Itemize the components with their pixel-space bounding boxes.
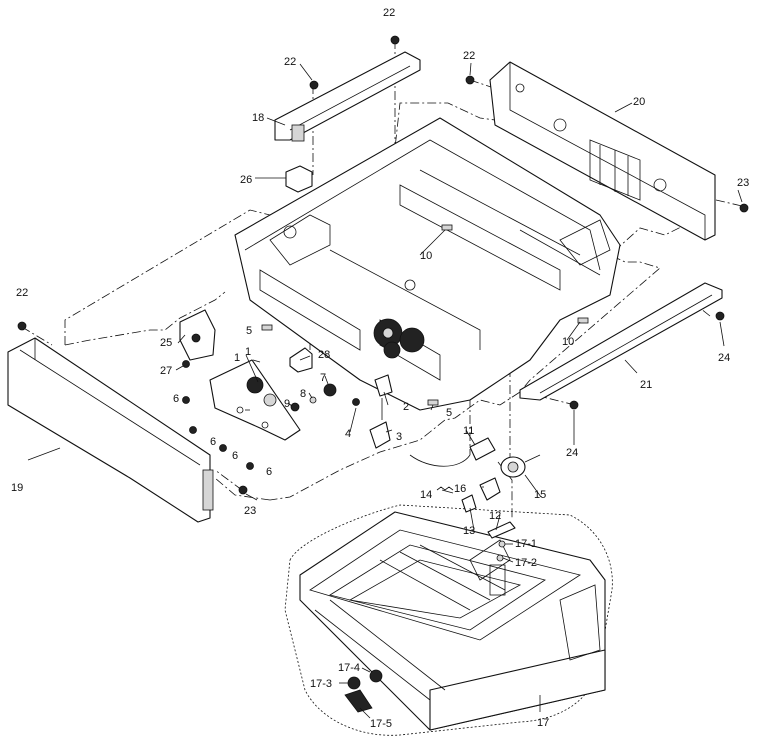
screw-24a: [715, 311, 725, 321]
callout-22: 22: [16, 287, 28, 299]
part-2: [374, 374, 393, 397]
foot-5b: [427, 399, 439, 406]
screw-6a: [182, 396, 190, 404]
screw-22a: [390, 35, 400, 45]
screw-23a: [739, 203, 749, 213]
part-1-drive-plate: [209, 359, 301, 441]
part-26: [285, 165, 313, 193]
right-side-cover-part: [519, 282, 723, 401]
gear-8: [309, 396, 317, 404]
callout-17: 17: [537, 717, 549, 729]
gear-9: [290, 402, 300, 412]
paper-tray-part: [299, 511, 606, 731]
callout-labels: 1 1 2 3 4 5 5 6 6 6 6 7 8 9 10 10 11 12 …: [11, 7, 749, 730]
top-bracket-part: [274, 51, 421, 142]
part-25-bracket: [179, 309, 216, 361]
callout-14: 14: [420, 489, 432, 501]
callout-6: 6: [266, 466, 272, 478]
foot-5a: [261, 324, 273, 331]
callout-6: 6: [173, 393, 179, 405]
right-rear-cover-part: [489, 61, 716, 241]
callout-22: 22: [463, 50, 475, 62]
roller-17-3: [347, 676, 361, 690]
callout-15: 15: [534, 489, 546, 501]
callout-1: 1: [245, 346, 251, 358]
callout-17-1: 17-1: [515, 538, 537, 550]
foot-10a: [441, 224, 453, 231]
callout-23: 23: [737, 177, 749, 189]
part-15-roller: [500, 454, 541, 478]
callout-24: 24: [566, 447, 578, 459]
screw-22d: [17, 321, 27, 331]
callout-8: 8: [300, 388, 306, 400]
screw-27: [182, 360, 190, 368]
screw-22b: [309, 80, 319, 90]
callout-19: 19: [11, 482, 23, 494]
leader-lines: [27, 62, 743, 719]
callout-10: 10: [562, 336, 574, 348]
callout-11: 11: [463, 425, 474, 437]
spring-14: [436, 486, 454, 491]
callout-6: 6: [210, 436, 216, 448]
part-3: [369, 421, 391, 449]
left-side-cover-part: [7, 337, 214, 523]
part-12: [487, 521, 516, 539]
part-17-2: [496, 554, 504, 562]
callout-23: 23: [244, 505, 256, 517]
callout-22: 22: [383, 7, 395, 19]
callout-22: 22: [284, 56, 296, 68]
callout-17-3: 17-3: [310, 678, 332, 690]
callout-9: 9: [284, 398, 290, 410]
callout-28: 28: [318, 349, 330, 361]
screw-24b: [569, 400, 579, 410]
callout-26: 26: [240, 174, 252, 186]
callout-13: 13: [463, 525, 475, 537]
part-17-1: [498, 540, 506, 548]
callout-25: 25: [160, 337, 172, 349]
callout-21: 21: [640, 379, 652, 391]
screw-6e: [352, 398, 360, 406]
screw-6d: [246, 462, 254, 470]
gear-assembly: [373, 318, 425, 359]
callout-27: 27: [160, 365, 172, 377]
callout-4: 4: [345, 428, 351, 440]
foot-10b: [577, 317, 589, 324]
part-13: [461, 494, 477, 513]
callout-3: 3: [396, 431, 402, 443]
callout-17-2: 17-2: [515, 557, 537, 569]
callout-20: 20: [633, 96, 645, 108]
callout-2: 2: [403, 401, 409, 413]
callout-16: 16: [454, 483, 466, 495]
callout-17-5: 17-5: [370, 718, 392, 730]
callout-5: 5: [246, 325, 252, 337]
part-11-sensor: [409, 437, 496, 467]
callout-12: 12: [489, 510, 501, 522]
callout-24: 24: [718, 352, 730, 364]
screw-23b: [238, 485, 248, 495]
callout-18: 18: [252, 112, 264, 124]
gear-7: [323, 383, 337, 397]
callout-17-4: 17-4: [338, 662, 360, 674]
roller-17-4: [369, 669, 383, 683]
screw-6c: [219, 444, 227, 452]
screw-6b: [189, 426, 197, 434]
part-16: [479, 477, 501, 501]
part-17-5: [344, 689, 373, 713]
callout-1: 1: [234, 352, 240, 364]
callout-6: 6: [232, 450, 238, 462]
callout-10: 10: [420, 250, 432, 262]
screws: [17, 35, 749, 495]
callout-7: 7: [320, 372, 326, 384]
callout-5: 5: [446, 407, 452, 419]
screw-22c: [465, 75, 475, 85]
